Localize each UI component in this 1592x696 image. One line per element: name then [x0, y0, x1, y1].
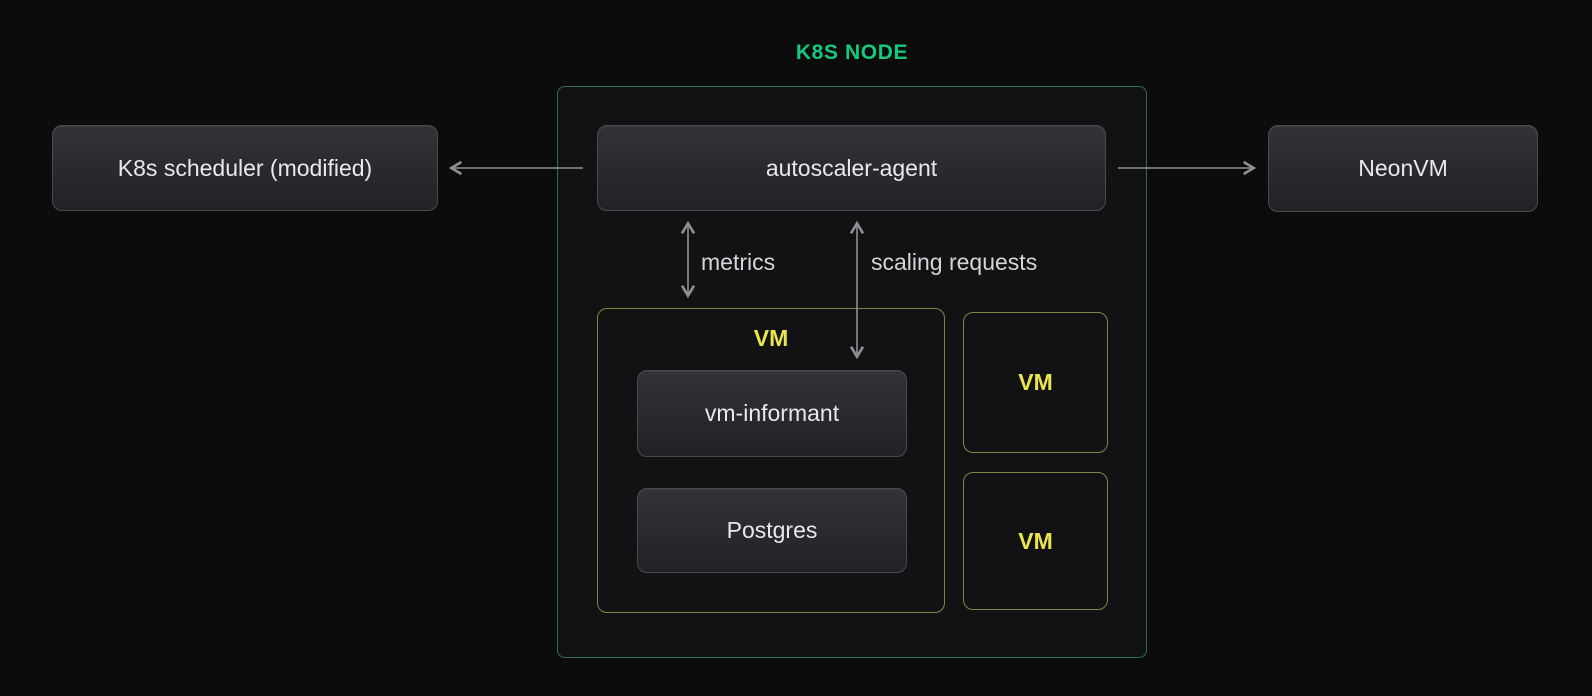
vm-node-1: VM	[963, 312, 1108, 453]
vm-node-1-label: VM	[1018, 369, 1053, 395]
postgres-node: Postgres	[637, 488, 907, 573]
edge-label-scaling-requests: scaling requests	[871, 249, 1038, 275]
edge-label-metrics: metrics	[701, 249, 776, 275]
autoscaler-agent-node-label: autoscaler-agent	[765, 154, 938, 181]
scheduler-node-label: K8s scheduler (modified)	[117, 154, 373, 181]
neonvm-node-label: NeonVM	[1358, 155, 1448, 181]
k8s-node-title: K8S NODE	[795, 41, 909, 64]
vm-informant-node: vm-informant	[637, 370, 907, 457]
scheduler-node: K8s scheduler (modified)	[52, 125, 438, 211]
vm-node-2-label: VM	[1018, 527, 1053, 554]
vm-group-container: VM	[597, 308, 945, 613]
autoscaler-agent-node: autoscaler-agent	[597, 125, 1106, 211]
vm-informant-node-label: vm-informant	[704, 400, 840, 426]
vm-group-label: VM	[753, 325, 789, 351]
vm-node-2: VM	[963, 472, 1108, 610]
neonvm-node: NeonVM	[1268, 125, 1538, 212]
postgres-node-label: Postgres	[726, 517, 818, 543]
